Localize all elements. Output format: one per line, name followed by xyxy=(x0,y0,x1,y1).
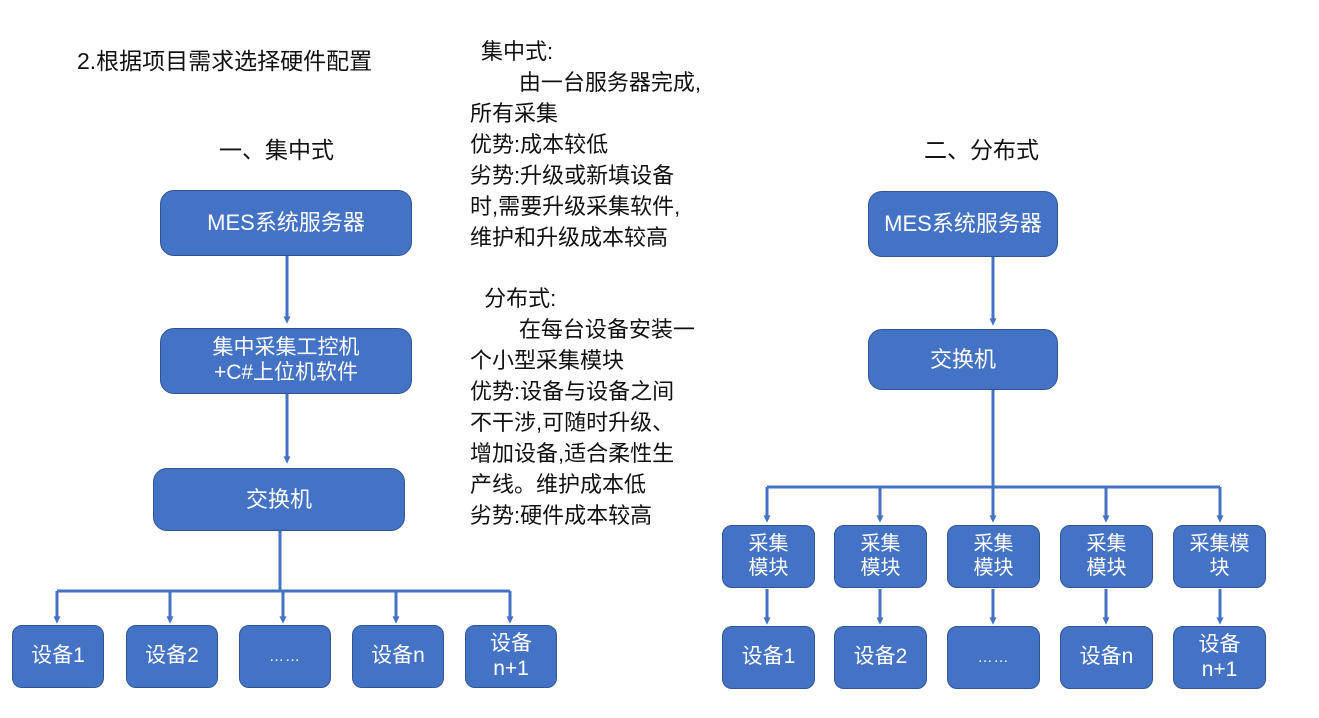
note-centralized-heading: 集中式: xyxy=(481,39,554,64)
note-distributed-advantage: 优势:设备与设备之间 不干涉,可随时升级、 增加设备,适合柔性生 产线。维护成本… xyxy=(470,379,675,497)
right-module-4[interactable]: 采集 模块 xyxy=(1060,525,1153,588)
note-distributed-body: 在每台设备安装一 个小型采集模块 xyxy=(470,317,695,373)
right-device-n-plus-1[interactable]: 设备 n+1 xyxy=(1173,626,1266,689)
right-module-5[interactable]: 采集模 块 xyxy=(1173,525,1266,588)
note-distributed-disadvantage: 劣势:硬件成本较高 xyxy=(470,503,653,528)
left-node-collector-line2: +C#上位机软件 xyxy=(213,361,359,384)
right-section-title: 二、分布式 xyxy=(924,138,1039,163)
left-device-n[interactable]: 设备n xyxy=(352,625,444,688)
left-node-switch[interactable]: 交换机 xyxy=(153,468,405,531)
right-node-switch[interactable]: 交换机 xyxy=(868,329,1058,390)
note-centralized-advantage: 优势:成本较低 xyxy=(470,132,609,157)
right-device-1[interactable]: 设备1 xyxy=(722,626,815,689)
left-device-2[interactable]: 设备2 xyxy=(126,625,218,688)
right-device-2[interactable]: 设备2 xyxy=(834,626,927,689)
right-module-3[interactable]: 采集 模块 xyxy=(947,525,1040,588)
right-device-n[interactable]: 设备n xyxy=(1060,626,1153,689)
left-section-title: 一、集中式 xyxy=(219,138,334,163)
right-node-mes-server[interactable]: MES系统服务器 xyxy=(868,191,1058,257)
note-centralized-disadvantage: 劣势:升级或新填设备 时,需要升级采集软件, 维护和升级成本较高 xyxy=(470,163,681,250)
note-distributed-heading: 分布式: xyxy=(478,286,557,311)
left-node-mes-server[interactable]: MES系统服务器 xyxy=(160,190,412,256)
right-module-1[interactable]: 采集 模块 xyxy=(722,525,815,588)
left-node-collector[interactable]: 集中采集工控机 +C#上位机软件 xyxy=(160,328,412,394)
left-node-collector-line1: 集中采集工控机 xyxy=(212,336,360,360)
left-device-ellipsis[interactable]: …… xyxy=(239,625,331,688)
note-centralized-body: 由一台服务器完成, 所有采集 xyxy=(470,70,702,126)
right-module-2[interactable]: 采集 模块 xyxy=(834,525,927,588)
left-device-1[interactable]: 设备1 xyxy=(12,625,104,688)
page-title: 2.根据项目需求选择硬件配置 xyxy=(77,48,373,74)
right-device-ellipsis[interactable]: …… xyxy=(947,626,1040,689)
left-device-n-plus-1[interactable]: 设备 n+1 xyxy=(465,625,557,688)
